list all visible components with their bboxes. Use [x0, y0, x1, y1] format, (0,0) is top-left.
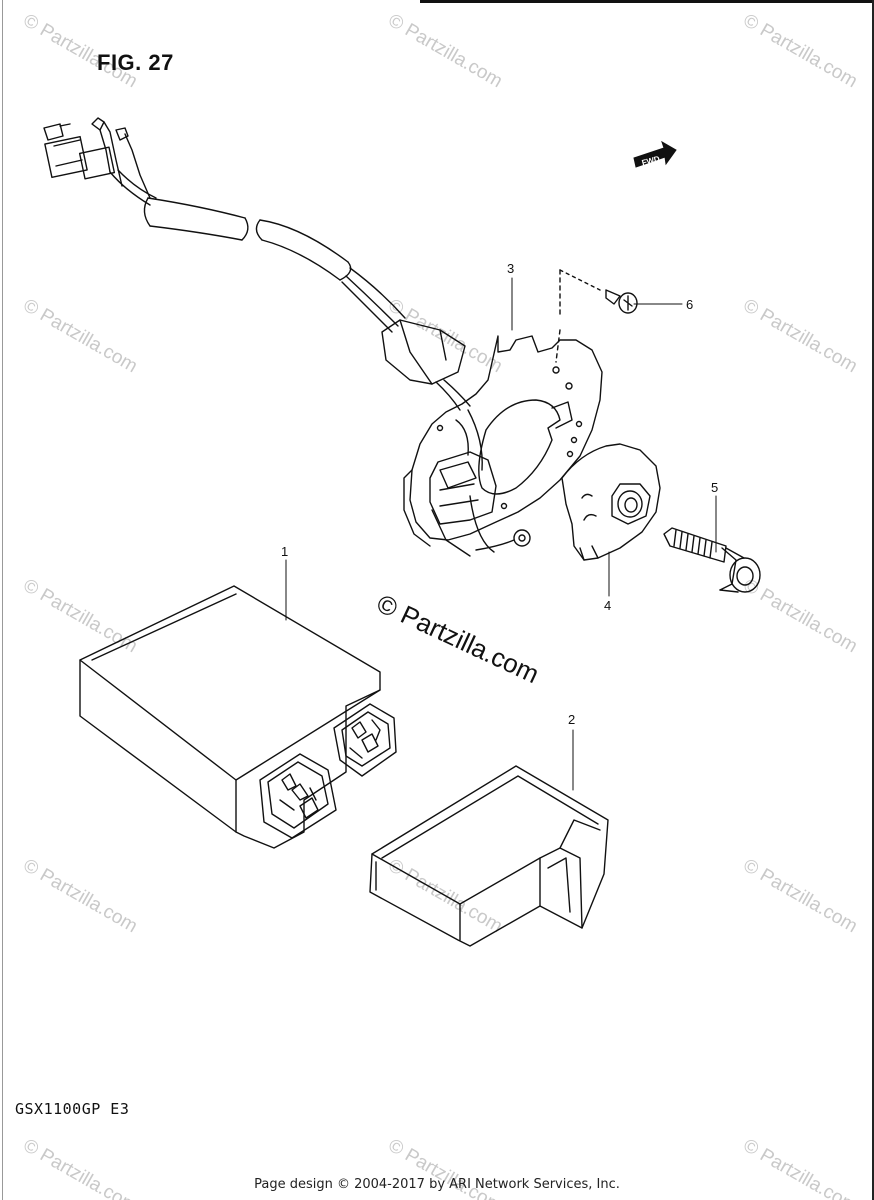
bolt-part-5 [663, 527, 761, 593]
callout-2: 2 [568, 712, 575, 727]
page-border-left [2, 0, 3, 1200]
igniter-unit-part-1 [79, 585, 397, 849]
callout-3: 3 [507, 261, 514, 276]
wire-harness [43, 117, 471, 411]
page-footer: Page design © 2004-2017 by ARI Network S… [254, 1177, 620, 1192]
callout-5: 5 [711, 480, 718, 495]
signal-rotor-part-4 [561, 443, 661, 561]
callout-1: 1 [281, 544, 288, 559]
screw-part-6 [555, 269, 638, 363]
igniter-cover-part-2 [369, 765, 609, 947]
callout-4: 4 [604, 598, 611, 613]
figure-title: FIG. 27 [97, 50, 174, 75]
callout-6: 6 [686, 297, 693, 312]
page-border-right [872, 0, 874, 1200]
fwd-arrow-icon: FWD [633, 140, 677, 168]
signal-generator-plate [403, 335, 603, 557]
model-code: GSX1100GP E3 [15, 1100, 130, 1118]
callout-leaders [285, 277, 717, 791]
page-border-top [420, 0, 874, 3]
